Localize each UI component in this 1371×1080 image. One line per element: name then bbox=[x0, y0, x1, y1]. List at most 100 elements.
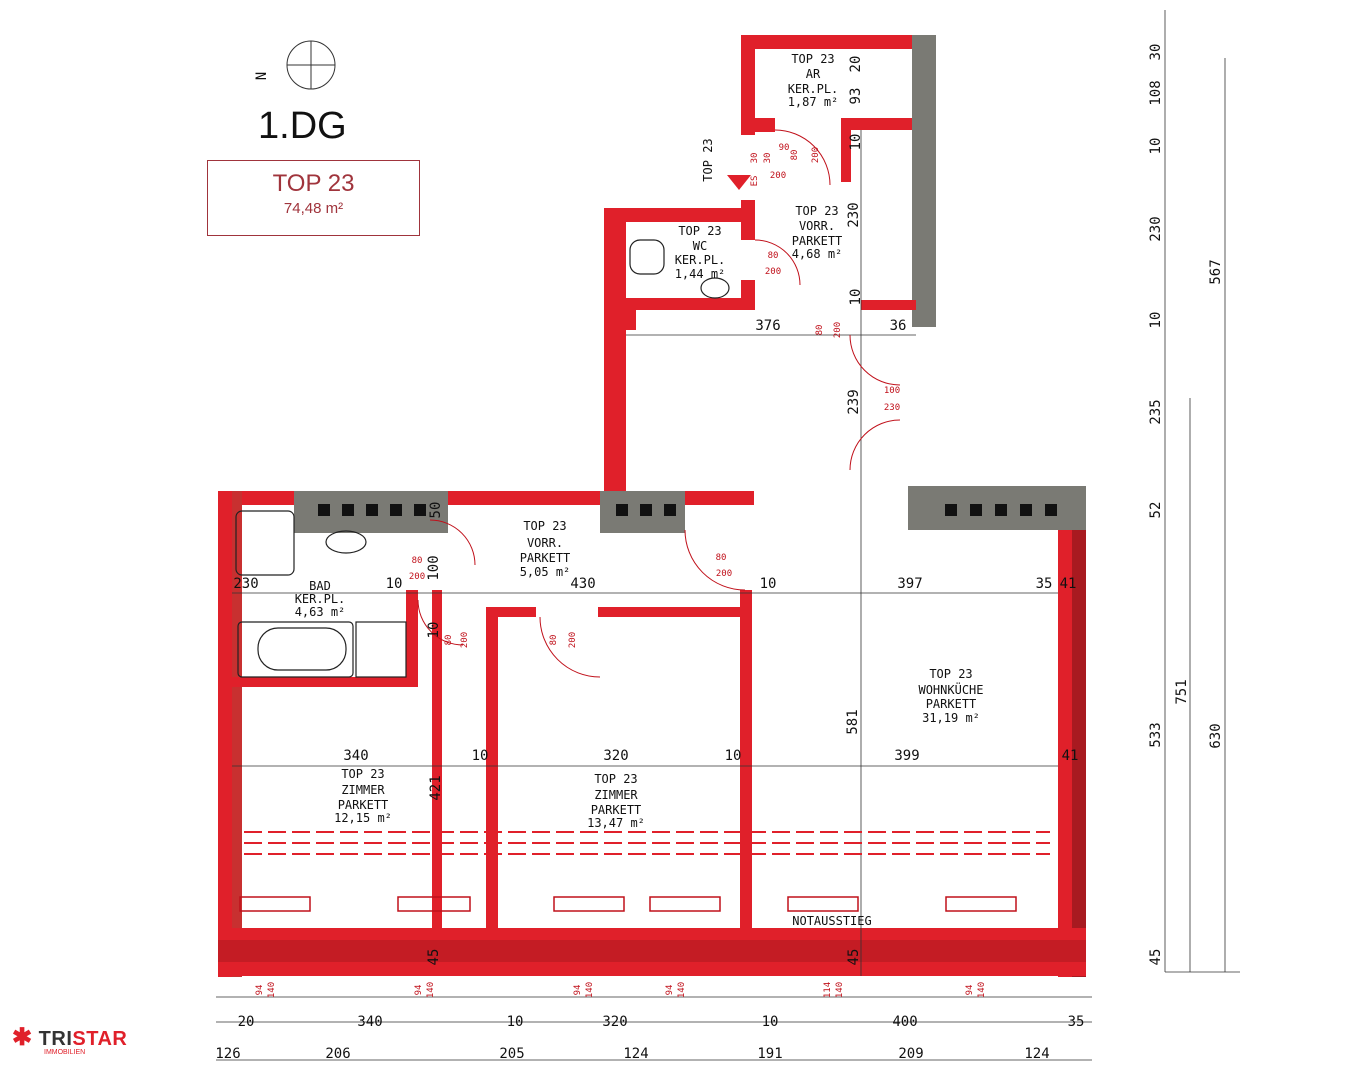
svg-text:10: 10 bbox=[760, 576, 777, 592]
svg-text:340: 340 bbox=[343, 748, 368, 764]
north-label: N bbox=[254, 72, 270, 80]
door-swings bbox=[417, 129, 901, 678]
svg-text:108: 108 bbox=[1148, 80, 1164, 105]
svg-text:4,68 m²: 4,68 m² bbox=[792, 247, 843, 261]
sink-icon bbox=[325, 530, 367, 554]
svg-text:124: 124 bbox=[623, 1046, 648, 1062]
bottom-dimensions: 20 340 10 320 10 400 35 126 206 205 124 … bbox=[215, 1014, 1084, 1062]
svg-text:200: 200 bbox=[765, 267, 781, 277]
svg-text:WC: WC bbox=[693, 239, 707, 253]
svg-text:581: 581 bbox=[845, 709, 861, 734]
svg-text:41: 41 bbox=[1062, 748, 1079, 764]
svg-text:140: 140 bbox=[677, 982, 687, 998]
svg-text:TOP 23: TOP 23 bbox=[929, 667, 972, 681]
svg-text:397: 397 bbox=[897, 576, 922, 592]
svg-text:230: 230 bbox=[1148, 216, 1164, 241]
unit-area: 74,48 m² bbox=[283, 200, 344, 217]
svg-text:140: 140 bbox=[585, 982, 595, 998]
svg-text:10: 10 bbox=[1148, 312, 1164, 329]
svg-text:126: 126 bbox=[215, 1046, 240, 1062]
svg-text:191: 191 bbox=[757, 1046, 782, 1062]
svg-text:12,15 m²: 12,15 m² bbox=[334, 811, 392, 825]
svg-text:TOP 23: TOP 23 bbox=[678, 224, 721, 238]
svg-text:TOP 23: TOP 23 bbox=[791, 52, 834, 66]
svg-text:399: 399 bbox=[894, 748, 919, 764]
svg-text:10: 10 bbox=[386, 576, 403, 592]
svg-text:30: 30 bbox=[1148, 44, 1164, 61]
svg-text:235: 235 bbox=[1148, 399, 1164, 424]
right-dimensions: 30 108 10 230 10 235 52 533 45 567 751 6… bbox=[1148, 44, 1224, 966]
svg-text:30: 30 bbox=[750, 153, 760, 164]
svg-text:94: 94 bbox=[414, 985, 424, 996]
svg-text:90: 90 bbox=[779, 143, 790, 153]
svg-text:VORR.: VORR. bbox=[799, 219, 835, 233]
svg-text:400: 400 bbox=[892, 1014, 917, 1030]
wc-sink-icon bbox=[700, 277, 730, 299]
svg-text:13,47 m²: 13,47 m² bbox=[587, 816, 645, 830]
svg-text:20: 20 bbox=[848, 56, 864, 73]
svg-text:1,87 m²: 1,87 m² bbox=[788, 95, 839, 109]
svg-text:200: 200 bbox=[811, 147, 821, 163]
svg-text:45: 45 bbox=[426, 949, 442, 966]
svg-text:421: 421 bbox=[428, 775, 444, 800]
svg-text:KER.PL.: KER.PL. bbox=[675, 253, 726, 267]
svg-text:200: 200 bbox=[770, 171, 786, 181]
svg-text:50: 50 bbox=[428, 502, 444, 519]
svg-text:80: 80 bbox=[444, 635, 454, 646]
svg-text:20: 20 bbox=[238, 1014, 255, 1030]
svg-text:200: 200 bbox=[716, 569, 732, 579]
svg-text:30: 30 bbox=[763, 153, 773, 164]
svg-text:533: 533 bbox=[1148, 722, 1164, 747]
svg-text:10: 10 bbox=[1148, 138, 1164, 155]
svg-text:10: 10 bbox=[848, 289, 864, 306]
svg-text:1,44 m²: 1,44 m² bbox=[675, 267, 726, 281]
svg-text:80: 80 bbox=[815, 325, 825, 336]
interior-dimensions: 376 36 230 397 35 41 340 10 320 10 399 2… bbox=[233, 56, 1078, 966]
svg-text:35: 35 bbox=[1036, 576, 1053, 592]
logo-sub: IMMOBILIEN bbox=[44, 1049, 86, 1056]
svg-text:ZIMMER: ZIMMER bbox=[594, 788, 638, 802]
svg-text:567: 567 bbox=[1208, 259, 1224, 284]
svg-text:100: 100 bbox=[426, 555, 442, 580]
svg-text:230: 230 bbox=[846, 202, 862, 227]
svg-text:94: 94 bbox=[573, 985, 583, 996]
tristar-logo: ✱ TRISTAR IMMOBILIEN bbox=[12, 1024, 128, 1056]
svg-text:205: 205 bbox=[499, 1046, 524, 1062]
svg-text:751: 751 bbox=[1174, 679, 1190, 704]
svg-text:140: 140 bbox=[426, 982, 436, 998]
svg-text:PARKETT: PARKETT bbox=[338, 798, 389, 812]
svg-text:AR: AR bbox=[806, 67, 821, 81]
svg-text:31,19 m²: 31,19 m² bbox=[922, 711, 980, 725]
svg-text:80: 80 bbox=[412, 556, 423, 566]
window-bands bbox=[244, 831, 1050, 855]
svg-text:340: 340 bbox=[357, 1014, 382, 1030]
svg-text:10: 10 bbox=[472, 748, 489, 764]
stair-marker-icon bbox=[727, 175, 751, 190]
svg-text:45: 45 bbox=[846, 949, 862, 966]
svg-text:94: 94 bbox=[665, 985, 675, 996]
svg-text:209: 209 bbox=[898, 1046, 923, 1062]
north-compass-icon bbox=[286, 40, 336, 90]
svg-text:10: 10 bbox=[507, 1014, 524, 1030]
logo-brand-b: STAR bbox=[72, 1028, 128, 1050]
svg-text:320: 320 bbox=[603, 748, 628, 764]
svg-text:10: 10 bbox=[725, 748, 742, 764]
svg-text:124: 124 bbox=[1024, 1046, 1049, 1062]
fixtures bbox=[235, 239, 730, 678]
svg-text:80: 80 bbox=[790, 150, 800, 161]
svg-text:PARKETT: PARKETT bbox=[792, 234, 843, 248]
svg-text:41: 41 bbox=[1060, 576, 1077, 592]
svg-text:WOHNKÜCHE: WOHNKÜCHE bbox=[918, 681, 983, 697]
svg-text:206: 206 bbox=[325, 1046, 350, 1062]
svg-text:630: 630 bbox=[1208, 723, 1224, 748]
svg-text:52: 52 bbox=[1148, 502, 1164, 519]
svg-text:BAD: BAD bbox=[309, 579, 331, 593]
svg-text:239: 239 bbox=[846, 389, 862, 414]
svg-text:200: 200 bbox=[460, 632, 470, 648]
floor-title: 1.DG bbox=[258, 105, 347, 147]
svg-text:80: 80 bbox=[716, 553, 727, 563]
svg-text:376: 376 bbox=[755, 318, 780, 334]
svg-text:80: 80 bbox=[549, 635, 559, 646]
svg-text:PARKETT: PARKETT bbox=[520, 551, 571, 565]
